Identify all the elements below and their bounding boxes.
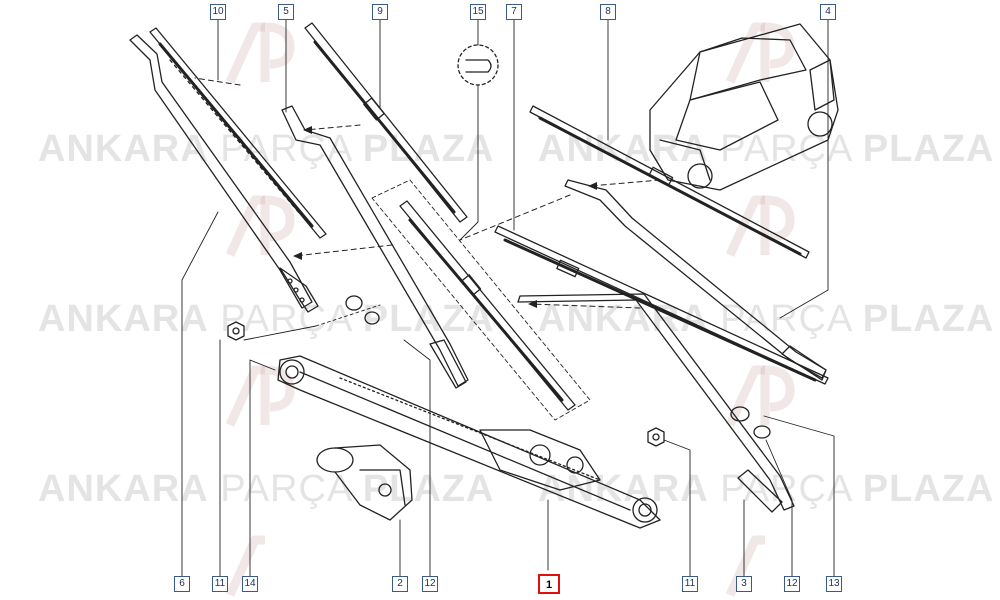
- wiper-blade-8: [529, 105, 810, 259]
- callout-12: 12: [422, 576, 438, 592]
- callout-1: 1: [538, 574, 560, 594]
- wiper-arm-4: [564, 179, 827, 381]
- callout-8: 8: [600, 4, 616, 20]
- callout-10: 10: [210, 4, 226, 20]
- nut-11-left: [227, 321, 245, 341]
- callout-7: 7: [506, 4, 522, 20]
- wiper-arm-3: [517, 293, 795, 513]
- wiper-arm-6: [129, 34, 319, 313]
- wiper-motor-2: [316, 444, 413, 521]
- callout-9: 9: [372, 4, 388, 20]
- direction-arrows: [194, 77, 661, 309]
- linkage-assembly-1: [277, 355, 661, 529]
- callout-2: 2: [392, 576, 408, 592]
- callout-14: 14: [242, 576, 258, 592]
- wiper-arm-5: [281, 105, 469, 389]
- cap-12-left: [345, 295, 380, 325]
- cap-13: [730, 406, 771, 439]
- callout-13: 13: [826, 576, 842, 592]
- callout-11: 11: [682, 576, 698, 592]
- clip-15: [457, 44, 499, 86]
- callout-5: 5: [278, 4, 294, 20]
- callout-11: 11: [212, 576, 228, 592]
- watermark-row: ANKARA PARÇA PLAZA: [38, 128, 495, 170]
- callout-4: 4: [820, 4, 836, 20]
- wiper-blade-center: [371, 179, 591, 421]
- wiper-blade-9: [304, 22, 468, 223]
- watermark-row: ANKARA PARÇA PLAZA: [538, 128, 995, 170]
- leader-lines: [181, 15, 835, 579]
- wiper-blade-10: [149, 27, 327, 239]
- vehicle-illustration: [649, 23, 839, 191]
- callout-3: 3: [736, 576, 752, 592]
- callout-15: 15: [470, 4, 486, 20]
- wiper-blade-7: [494, 225, 829, 385]
- watermark-row: ANKARA PARÇA PLAZA: [538, 468, 995, 510]
- callout-12: 12: [784, 576, 800, 592]
- callout-6: 6: [174, 576, 190, 592]
- nut-11-right: [647, 427, 665, 447]
- watermark-row: ANKARA PARÇA PLAZA: [38, 468, 495, 510]
